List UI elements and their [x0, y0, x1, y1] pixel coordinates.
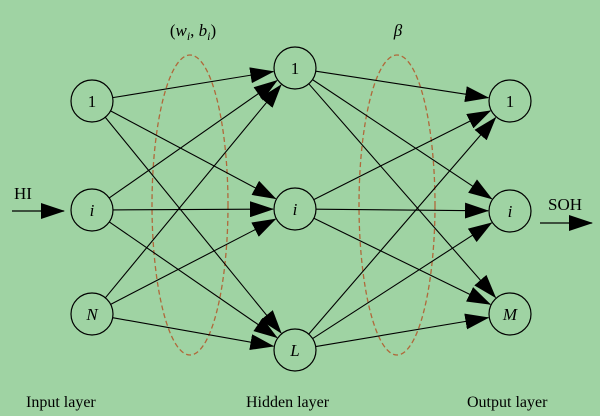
beta-ellipse: [358, 54, 436, 356]
input-hidden-edge-1-1: [112, 201, 275, 218]
hidden-output-edge-2-0: [308, 116, 497, 335]
hidden-node-i-label: i: [293, 200, 298, 219]
hidden-node-l: L: [273, 328, 317, 372]
input-hidden-edge-1-0: [108, 80, 278, 199]
input-hidden-edge-2-2: [112, 317, 275, 351]
hidden-node-1: 1: [273, 46, 317, 90]
input-node-i-label: i: [90, 201, 95, 220]
output-node-1: 1: [488, 79, 532, 123]
output-node-i-label: i: [508, 202, 513, 221]
output-node-m-label: M: [502, 305, 518, 324]
hidden-output-edge-2-2: [315, 313, 490, 348]
weights-bias-ellipse: [151, 54, 229, 356]
hidden-output-edge-0-1: [312, 79, 493, 200]
hidden-node-1-label: 1: [291, 59, 300, 78]
input-hidden-edge-2-0: [104, 84, 282, 299]
hidden-output-edge-0-0: [315, 70, 490, 103]
input-node-n-label: N: [85, 305, 99, 324]
output-soh-label: SOH: [548, 195, 582, 214]
input-node-n: N: [70, 292, 114, 336]
input-node-i: i: [70, 188, 114, 232]
input-hidden-edge-0-1: [110, 110, 277, 200]
input-hi-label: HI: [14, 184, 32, 203]
hidden-node-i: i: [273, 187, 317, 231]
hidden-output-edge-1-0: [313, 110, 492, 201]
hidden-output-edge-1-1: [315, 202, 490, 219]
input-hidden-edge-1-2: [108, 221, 278, 339]
output-layer-label: Output layer: [467, 394, 548, 411]
input-node-1: 1: [70, 79, 114, 123]
input-layer-label: Input layer: [26, 394, 96, 411]
hidden-output-edge-2-1: [312, 222, 493, 340]
hidden-node-l-label: L: [289, 341, 299, 360]
output-node-1-label: 1: [506, 92, 515, 111]
hidden-output-edge-0-2: [308, 83, 497, 299]
input-node-1-label: 1: [88, 92, 97, 111]
output-node-m: M: [488, 292, 532, 336]
input-hidden-edge-2-1: [110, 218, 277, 305]
beta-label: β: [393, 21, 403, 40]
output-node-i: i: [488, 189, 532, 233]
connections: [104, 67, 497, 351]
input-hidden-edge-0-0: [112, 67, 275, 99]
hidden-output-edge-1-2: [313, 217, 492, 305]
weights-bias-label: (wi, bi): [170, 21, 216, 43]
hidden-layer-label: Hidden layer: [246, 394, 330, 411]
input-hidden-edge-0-2: [104, 116, 282, 334]
